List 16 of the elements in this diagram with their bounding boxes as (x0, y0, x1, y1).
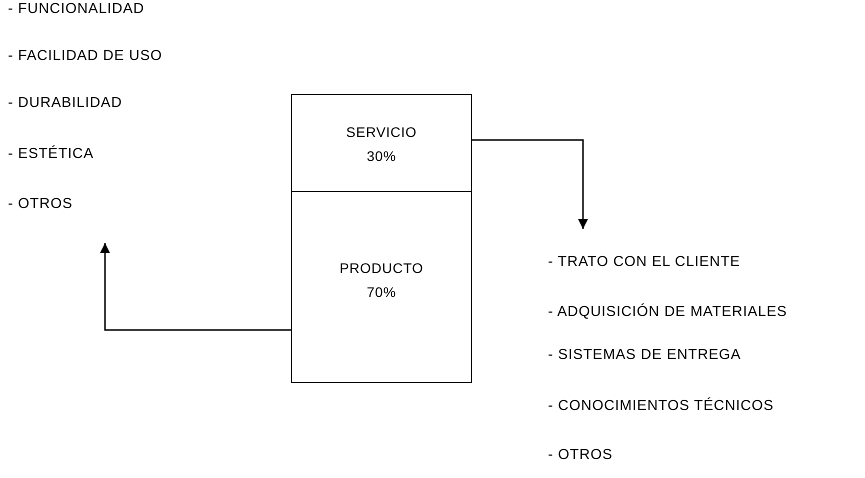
list-item: - ESTÉTICA (8, 145, 94, 163)
list-item: - OTROS (8, 195, 73, 213)
process-box (291, 94, 472, 192)
arrow (100, 243, 291, 331)
list-item: - ADQUISICIÓN DE MATERIALES (548, 303, 788, 321)
list-item: - FACILIDAD DE USO (8, 47, 162, 65)
list-item: - FUNCIONALIDAD (8, 0, 144, 18)
box-label: PRODUCTO 70% (338, 259, 424, 302)
process-box (291, 191, 472, 383)
arrow (472, 139, 588, 229)
box-label: SERVICIO 30% (345, 123, 418, 166)
list-item: - DURABILIDAD (8, 94, 122, 112)
list-item: - CONOCIMIENTOS TÉCNICOS (548, 397, 774, 415)
list-item: - TRATO CON EL CLIENTE (548, 253, 740, 271)
list-item: - SISTEMAS DE ENTREGA (548, 346, 742, 364)
list-item: - OTROS (548, 446, 613, 464)
